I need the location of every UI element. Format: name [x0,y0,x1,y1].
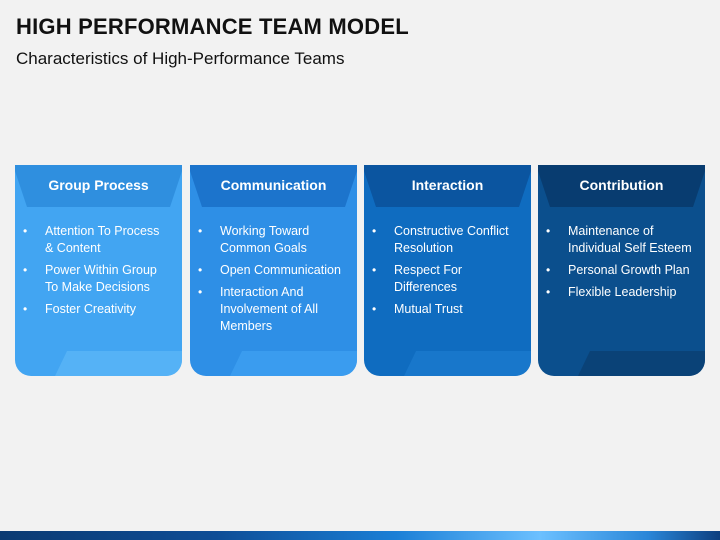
list-item: Open Communication [190,262,350,279]
card-items: Constructive Conflict Resolution Respect… [364,223,524,323]
card-header-tab [538,165,705,207]
list-item: Respect For Differences [364,262,524,296]
card-interaction: Interaction Constructive Conflict Resolu… [364,165,531,376]
list-item: Attention To Process & Content [15,223,175,257]
card-contribution: Contribution Maintenance of Individual S… [538,165,705,376]
card-items: Attention To Process & Content Power Wit… [15,223,175,323]
card-group-process: Group Process Attention To Process & Con… [15,165,182,376]
card-title: Interaction [411,177,484,193]
list-item: Constructive Conflict Resolution [364,223,524,257]
list-item: Working Toward Common Goals [190,223,350,257]
list-item: Mutual Trust [364,301,524,318]
list-item: Maintenance of Individual Self Esteem [538,223,698,257]
card-title: Communication [220,177,327,193]
list-item: Power Within Group To Make Decisions [15,262,175,296]
card-header-tab [364,165,531,207]
card-header-tab [15,165,182,207]
footer-gradient-bar [0,531,720,540]
list-item: Flexible Leadership [538,284,698,301]
card-accent-band [578,351,705,376]
card-accent-band [404,351,531,376]
card-items: Maintenance of Individual Self Esteem Pe… [538,223,698,306]
card-title: Contribution [579,177,664,193]
list-item: Interaction And Involvement of All Membe… [190,284,350,335]
card-header-tab [190,165,357,207]
list-item: Foster Creativity [15,301,175,318]
page-subtitle: Characteristics of High-Performance Team… [16,49,345,68]
card-accent-band [230,351,357,376]
card-items: Working Toward Common Goals Open Communi… [190,223,350,340]
page-title: HIGH PERFORMANCE TEAM MODEL [16,14,409,39]
card-accent-band [55,351,182,376]
list-item: Personal Growth Plan [538,262,698,279]
card-title: Group Process [48,177,149,193]
card-communication: Communication Working Toward Common Goal… [190,165,357,376]
